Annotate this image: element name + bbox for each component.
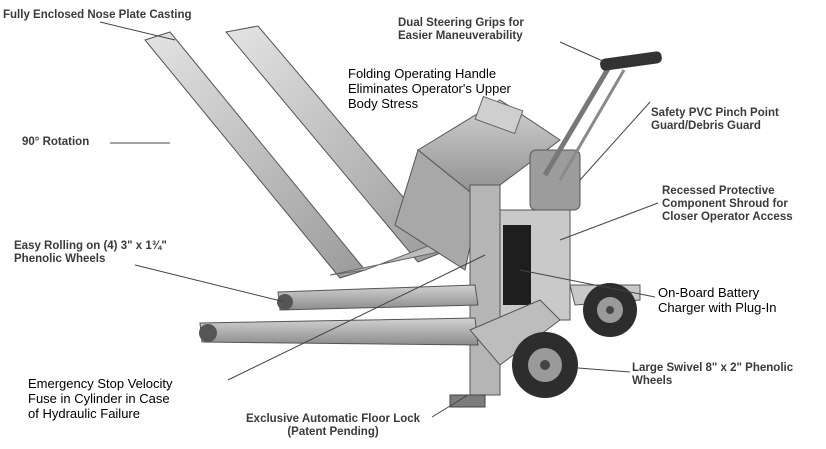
callout-battery-charger: On-Board Battery Charger with Plug-In [658, 285, 777, 315]
callout-pvc-guard: Safety PVC Pinch Point Guard/Debris Guar… [651, 107, 779, 133]
callout-shroud: Recessed Protective Component Shroud for… [662, 185, 793, 224]
callout-folding-handle: Folding Operating Handle Eliminates Oper… [348, 66, 511, 111]
leader-lines [99, 21, 659, 418]
callout-dual-grips: Dual Steering Grips for Easier Maneuvera… [398, 17, 524, 43]
operating-handle [542, 51, 662, 181]
callout-phenolic-wheels: Easy Rolling on (4) 3" x 1¾" Phenolic Wh… [14, 240, 167, 266]
lower-forks [199, 284, 479, 346]
callout-swivel-wheels: Large Swivel 8" x 2" Phenolic Wheels [632, 362, 794, 388]
swivel-wheels [512, 283, 637, 398]
callout-emergency-stop: Emergency Stop Velocity Fuse in Cylinder… [28, 376, 173, 421]
callout-floor-lock: Exclusive Automatic Floor Lock (Patent P… [246, 413, 421, 439]
callout-nose-plate: Fully Enclosed Nose Plate Casting [3, 9, 192, 21]
tilt-head [394, 95, 561, 271]
callout-rotation: 90° Rotation [22, 136, 90, 148]
